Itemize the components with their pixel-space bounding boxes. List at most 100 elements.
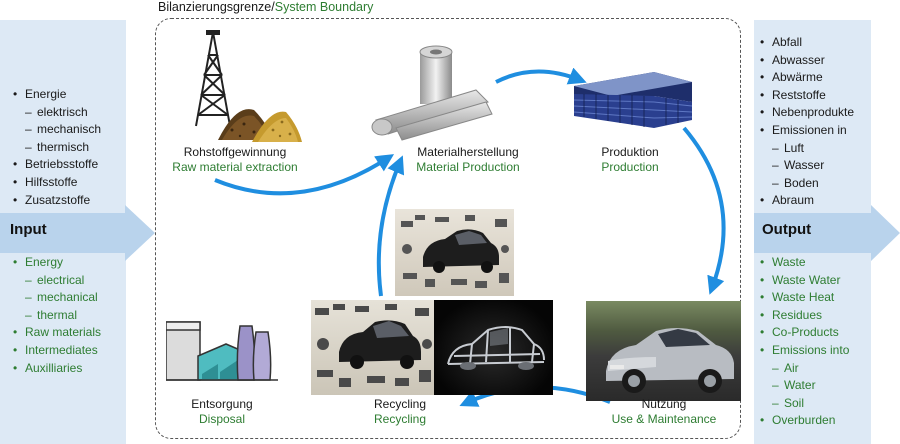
- car-parts-photo-bottom: [311, 300, 435, 395]
- dash-bullet: –: [772, 140, 779, 155]
- stage-material-en: Material Production: [416, 160, 520, 174]
- list-item: –thermisch: [13, 139, 101, 157]
- dash-bullet: –: [772, 395, 779, 410]
- dash-bullet: –: [772, 360, 779, 375]
- dash-bullet: –: [25, 272, 32, 287]
- dot-bullet: •: [13, 360, 18, 375]
- stage-recycling-de: Recycling: [373, 397, 427, 411]
- dot-bullet: •: [13, 325, 18, 340]
- stage-use-en: Use & Maintenance: [611, 412, 717, 426]
- dot-bullet: •: [13, 174, 18, 189]
- stage-disposal: Entsorgung Disposal: [182, 397, 262, 427]
- dash-bullet: –: [772, 158, 779, 173]
- stage-raw-en: Raw material extraction: [172, 160, 298, 174]
- dash-bullet: –: [25, 139, 32, 154]
- car-parts-icon: [401, 215, 509, 288]
- stage-use-de: Nutzung: [641, 397, 687, 411]
- dash-bullet: –: [25, 122, 32, 137]
- dash-bullet: –: [25, 290, 32, 305]
- dash-bullet: –: [25, 104, 32, 119]
- list-item: –Wasser: [760, 157, 854, 175]
- list-item: •Co-Products: [760, 324, 849, 342]
- list-item: •Waste Heat: [760, 289, 849, 307]
- dot-bullet: •: [760, 290, 765, 305]
- dash-bullet: –: [772, 175, 779, 190]
- dot-bullet: •: [760, 35, 765, 49]
- output-label: Output: [762, 221, 812, 238]
- stage-disposal-en: Disposal: [198, 412, 246, 426]
- arrow-raw-to-material: [214, 154, 395, 196]
- output-list-de: •Abfall•Abwasser•Abwärme•Reststoffe•Nebe…: [760, 34, 854, 210]
- car-body-icon: [447, 326, 545, 370]
- dot-bullet: •: [13, 192, 18, 207]
- input-label: Input: [10, 221, 47, 238]
- dot-bullet: •: [760, 342, 765, 357]
- list-item: –elektrisch: [13, 104, 101, 122]
- car-parts-photo-top: [395, 209, 514, 296]
- stage-raw-de: Rohstoffgewinnung: [183, 145, 287, 159]
- output-arrow: [754, 205, 900, 261]
- list-item: •Zusatzstoffe: [13, 192, 101, 210]
- list-item: •Waste: [760, 254, 849, 272]
- list-item: –Boden: [760, 175, 854, 193]
- list-item: –electrical: [13, 272, 101, 290]
- stage-material-de: Materialherstellung: [417, 145, 519, 159]
- dot-bullet: •: [760, 255, 765, 269]
- list-item: •Abraum: [760, 192, 854, 210]
- list-item: –Luft: [760, 140, 854, 158]
- stage-disposal-de: Entsorgung: [191, 397, 253, 411]
- boundary-label-en: System Boundary: [274, 0, 374, 14]
- dot-bullet: •: [760, 272, 765, 287]
- dot-bullet: •: [13, 157, 18, 172]
- dot-bullet: •: [13, 87, 18, 101]
- boundary-label-de: Bilanzierungsgrenze: [158, 0, 272, 14]
- input-list-en: •Energy–electrical–mechanical–thermal•Ra…: [13, 254, 101, 377]
- list-item: –mechanisch: [13, 121, 101, 139]
- stage-use-maintenance: Nutzung Use & Maintenance: [604, 397, 724, 427]
- arrow-recycling-to-material: [376, 155, 405, 297]
- list-item: –Air: [760, 360, 849, 378]
- list-item: –Soil: [760, 395, 849, 413]
- list-item: •Raw materials: [13, 324, 101, 342]
- list-item: –thermal: [13, 307, 101, 325]
- dot-bullet: •: [13, 342, 18, 357]
- list-item: •Nebenprodukte: [760, 104, 854, 122]
- list-item: –Water: [760, 377, 849, 395]
- car-icon: [606, 328, 734, 393]
- arrow-material-to-production: [495, 67, 587, 85]
- list-item: •Reststoffe: [760, 87, 854, 105]
- factory-building-icon: [574, 72, 692, 128]
- stage-production: Produktion Production: [580, 145, 680, 175]
- car-photo: [586, 301, 741, 401]
- car-body-photo: [434, 300, 553, 395]
- list-item: •Emissions into: [760, 342, 849, 360]
- list-item: –mechanical: [13, 289, 101, 307]
- list-item: •Emissionen in: [760, 122, 854, 140]
- list-item: •Waste Water: [760, 272, 849, 290]
- power-plant-icon: [166, 321, 278, 381]
- ore-piles-icon: [218, 109, 302, 142]
- stage-material-production: Materialherstellung Material Production: [400, 145, 536, 175]
- list-item: •Abwasser: [760, 52, 854, 70]
- dot-bullet: •: [760, 307, 765, 322]
- list-item: •Intermediates: [13, 342, 101, 360]
- oil-derrick-icon: [195, 30, 231, 127]
- list-item: •Residues: [760, 307, 849, 325]
- dot-bullet: •: [13, 255, 18, 269]
- list-item: •Energy: [13, 254, 101, 272]
- car-parts-icon: [315, 304, 432, 387]
- dot-bullet: •: [760, 87, 765, 102]
- stage-raw-material-extraction: Rohstoffgewinnung Raw material extractio…: [172, 145, 298, 175]
- dot-bullet: •: [760, 52, 765, 67]
- boundary-separator: /: [271, 0, 275, 14]
- list-item: •Hilfsstoffe: [13, 174, 101, 192]
- list-item: •Overburden: [760, 412, 849, 430]
- dot-bullet: •: [760, 105, 765, 120]
- dot-bullet: •: [760, 325, 765, 340]
- stage-recycling-en: Recycling: [373, 412, 427, 426]
- steel-coil-icon: [371, 45, 493, 141]
- input-arrow: [0, 205, 155, 261]
- list-item: •Abfall: [760, 34, 854, 52]
- system-boundary: [155, 18, 741, 439]
- list-item: •Betriebsstoffe: [13, 156, 101, 174]
